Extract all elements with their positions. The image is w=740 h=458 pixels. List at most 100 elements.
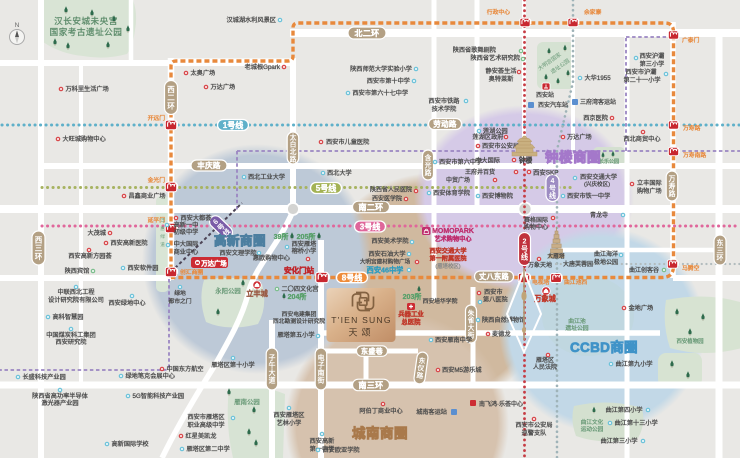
svg-text:曲江第三小学: 曲江第三小学 (600, 437, 637, 445)
svg-text:绿: 绿 (160, 233, 165, 239)
svg-text:西安高新医院: 西安高新医院 (111, 239, 148, 247)
svg-text:路: 路 (416, 370, 424, 380)
svg-text:曲江池西: 曲江池西 (564, 278, 587, 286)
svg-text:万寿路: 万寿路 (683, 124, 701, 132)
svg-text:城南客运站: 城南客运站 (416, 408, 447, 416)
svg-text:太: 太 (290, 133, 297, 142)
svg-text:钟楼商圈: 钟楼商圈 (545, 149, 601, 165)
svg-text:2: 2 (523, 237, 527, 246)
svg-text:万科里生活广场: 万科里生活广场 (66, 85, 109, 93)
svg-text:西安SKP: 西安SKP (533, 168, 559, 177)
svg-text:三: 三 (717, 247, 724, 255)
svg-text:职业高级中学: 职业高级中学 (187, 421, 224, 429)
svg-text:路: 路 (290, 154, 297, 163)
svg-text:丈八东路: 丈八东路 (479, 272, 509, 281)
svg-text:道: 道 (160, 241, 165, 248)
svg-text:路: 路 (669, 189, 676, 198)
svg-text:阿伯丁商业中心: 阿伯丁商业中心 (359, 407, 402, 415)
svg-text:麦德龙: 麦德龙 (492, 330, 511, 338)
svg-text:极地公园: 极地公园 (594, 258, 618, 266)
svg-text:万象天地: 万象天地 (528, 261, 552, 269)
svg-text:西安市雁塔区: 西安市雁塔区 (187, 413, 224, 421)
svg-text:遗址公园: 遗址公园 (565, 324, 588, 332)
svg-text:曲江第九小学: 曲江第九小学 (616, 360, 653, 368)
svg-text:西安电建集团: 西安电建集团 (282, 310, 317, 318)
svg-text:技术学院: 技术学院 (432, 105, 457, 113)
svg-text:西北大学: 西北大学 (327, 169, 352, 177)
svg-text:广泰门: 广泰门 (682, 36, 700, 44)
svg-text:西安市沪灞: 西安市沪灞 (626, 68, 657, 76)
svg-text:二〇四文化宫: 二〇四文化宫 (282, 285, 319, 293)
svg-text:马腾空: 马腾空 (682, 264, 700, 272)
svg-text:205所: 205所 (297, 232, 316, 241)
svg-text:设计研究院有限公司: 设计研究院有限公司 (48, 296, 104, 304)
svg-text:39所: 39所 (274, 232, 289, 241)
svg-text:西安雁塔区: 西安雁塔区 (274, 411, 305, 419)
svg-text:环: 环 (35, 252, 43, 261)
svg-text:西安市第十中学: 西安市第十中学 (367, 77, 410, 85)
svg-text:中大国际: 中大国际 (174, 240, 199, 248)
svg-text:都市之门: 都市之门 (168, 297, 191, 305)
svg-text:陕西宾馆: 陕西宾馆 (65, 267, 90, 275)
svg-text:西安研究院: 西安研究院 (56, 338, 87, 346)
svg-text:开远门: 开远门 (148, 114, 166, 122)
svg-text:中联西北工程: 中联西北工程 (57, 288, 94, 296)
svg-text:雁南公园: 雁南公园 (234, 397, 260, 406)
svg-text:雁塔区第十小学: 雁塔区第十小学 (211, 361, 254, 369)
svg-text:仪: 仪 (416, 364, 425, 373)
svg-text:高新国际学校: 高新国际学校 (112, 440, 149, 448)
svg-text:号: 号 (215, 221, 226, 232)
svg-text:西安雁塔: 西安雁塔 (292, 240, 318, 248)
svg-text:激光器产业园: 激光器产业园 (41, 399, 78, 407)
svg-text:203所: 203所 (403, 292, 422, 301)
svg-text:1号线: 1号线 (223, 120, 243, 130)
svg-text:陕西师范大学实验小学: 陕西师范大学实验小学 (350, 65, 412, 73)
svg-text:西安市铁路: 西安市铁路 (429, 97, 461, 105)
svg-text:西安汽车站: 西安汽车站 (538, 101, 568, 109)
svg-text:西北工业大学: 西北工业大学 (248, 173, 285, 181)
svg-text:西安M5游乐城: 西安M5游乐城 (442, 366, 482, 374)
svg-text:东: 东 (418, 356, 426, 366)
svg-text:钟楼: 钟楼 (519, 156, 533, 165)
svg-text:巡警支队: 巡警支队 (522, 429, 548, 437)
svg-text:西安培华学院: 西安培华学院 (423, 297, 458, 305)
svg-text:西安市公安局: 西安市公安局 (482, 142, 519, 150)
svg-text:西安雁南中学: 西安雁南中学 (435, 336, 472, 344)
svg-text:环: 环 (717, 254, 724, 262)
svg-text:第一附属医院: 第一附属医院 (428, 255, 467, 263)
svg-text:西安市儿童医院: 西安市儿童医院 (326, 138, 369, 146)
svg-text:第二十一小学: 第二十一小学 (623, 76, 660, 84)
svg-text:青龙寺: 青龙寺 (590, 211, 608, 219)
svg-text:西安市铁一中学: 西安市铁一中学 (567, 192, 610, 200)
svg-text:西安体育学院: 西安体育学院 (433, 189, 470, 197)
svg-text:天颂: 天颂 (348, 328, 374, 338)
svg-text:初级中学: 初级中学 (174, 228, 199, 236)
svg-text:太奥广场: 太奥广场 (191, 69, 216, 77)
svg-text:莲湖公园: 莲湖公园 (483, 127, 508, 135)
svg-text:西安交通大学: 西安交通大学 (580, 173, 617, 181)
svg-text:第八医院: 第八医院 (483, 296, 508, 304)
svg-text:万达广场: 万达广场 (200, 259, 227, 268)
svg-text:CCBD商圈: CCBD商圈 (570, 339, 638, 355)
svg-text:午: 午 (269, 361, 276, 370)
svg-text:西安市: 西安市 (484, 288, 503, 296)
svg-text:万达广场: 万达广场 (567, 133, 592, 141)
svg-text:5G智能科技产业园: 5G智能科技产业园 (133, 392, 185, 400)
svg-text:西安市公安局: 西安市公安局 (515, 421, 552, 429)
svg-text:中国煤炭科工集团: 中国煤炭科工集团 (46, 331, 96, 339)
svg-text:路: 路 (425, 168, 432, 177)
svg-text:子: 子 (318, 362, 325, 370)
svg-text:永阳公园: 永阳公园 (215, 286, 241, 295)
svg-text:万象城: 万象城 (533, 294, 556, 303)
svg-text:榕桥小学: 榕桥小学 (292, 247, 317, 255)
svg-text:大雁塔: 大雁塔 (547, 252, 565, 260)
svg-text:曲江创客谷: 曲江创客谷 (629, 266, 659, 274)
svg-text:艺林小学: 艺林小学 (277, 419, 302, 427)
svg-text:中贸广场: 中贸广场 (446, 176, 470, 184)
svg-text:长乐公园: 长乐公园 (599, 158, 619, 165)
svg-text:西安美术学院: 西安美术学院 (371, 237, 408, 245)
svg-text:艺术购物中心: 艺术购物中心 (434, 235, 472, 243)
svg-text:王府井百货: 王府井百货 (465, 168, 495, 176)
svg-text:N: N (15, 22, 20, 29)
svg-text:西安欧亚学院: 西安欧亚学院 (323, 446, 360, 454)
